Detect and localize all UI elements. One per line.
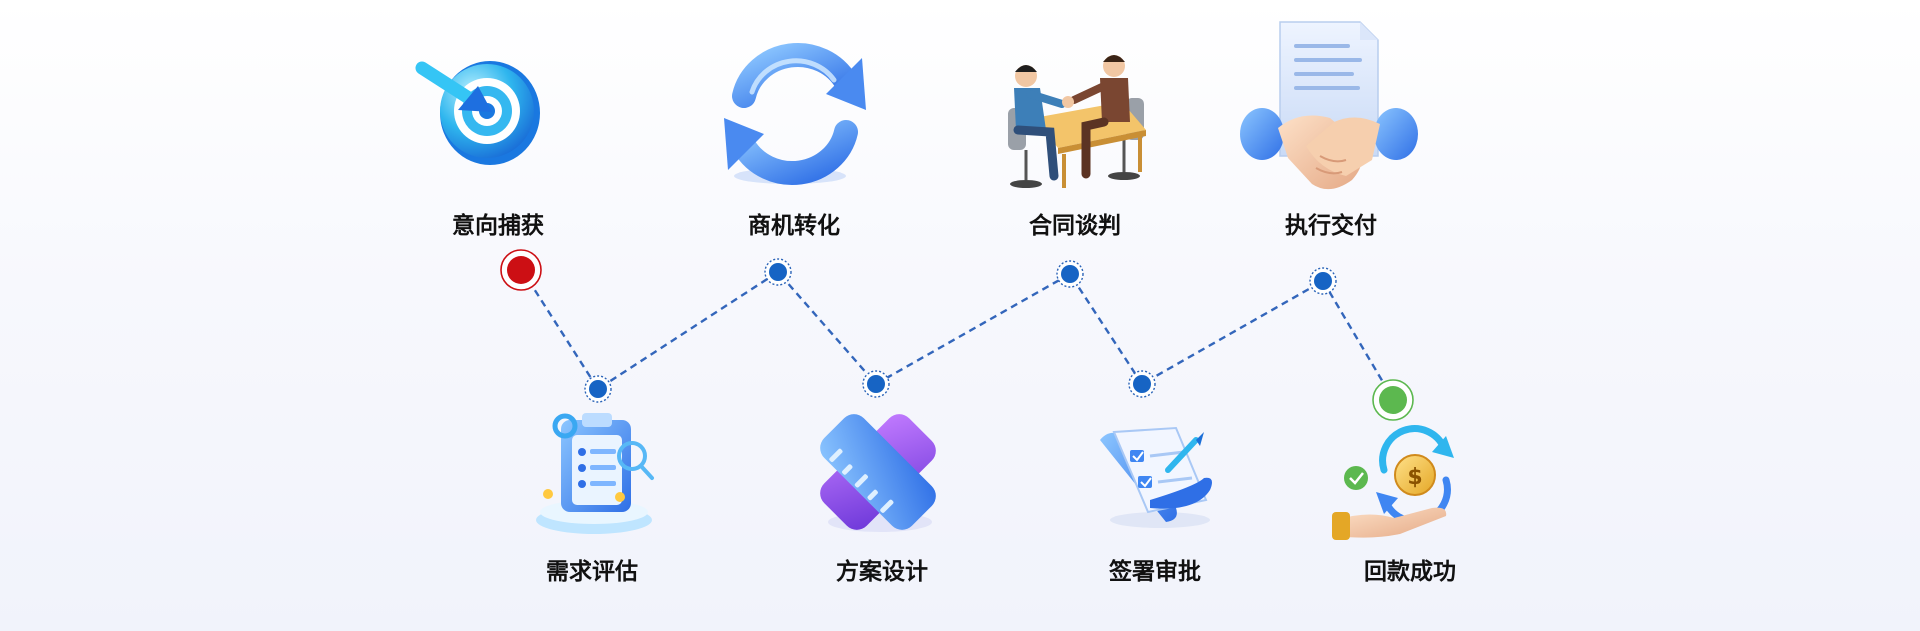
stage-label-contract-negotiation: 合同谈判	[1029, 212, 1121, 239]
stage-signing-approval: 签署审批	[1100, 370, 1212, 585]
clipboard-checklist-icon	[536, 413, 654, 534]
stage-marker	[1309, 267, 1337, 295]
stage-payment-success: $ 回款成功	[1332, 379, 1456, 585]
stage-marker	[862, 370, 890, 398]
handshake-document-icon	[1240, 21, 1418, 190]
stage-opportunity-conversion: 商机转化	[724, 43, 866, 286]
refresh-arrows-icon	[724, 43, 866, 185]
stage-label-execution-delivery: 执行交付	[1285, 212, 1377, 239]
stage-solution-design: 方案设计	[820, 370, 936, 585]
signed-scroll-icon	[1100, 426, 1212, 528]
stage-marker	[764, 258, 792, 286]
stage-marker-end	[1372, 379, 1414, 421]
stage-marker	[1056, 260, 1084, 288]
stage-label-opportunity-conversion: 商机转化	[748, 212, 840, 239]
stage-intent-capture: 意向捕获	[415, 61, 544, 291]
payment-cycle-icon: $	[1332, 425, 1454, 540]
stage-label-signing-approval: 签署审批	[1108, 558, 1201, 585]
ruler-pencil-icon	[820, 414, 936, 532]
stage-label-intent-capture: 意向捕获	[452, 212, 544, 239]
business-meeting-icon	[1008, 55, 1146, 188]
stage-marker	[1128, 370, 1156, 398]
stage-requirement-assessment: 需求评估	[536, 375, 654, 585]
stage-contract-negotiation: 合同谈判	[1008, 55, 1146, 288]
stage-label-requirement-assessment: 需求评估	[546, 559, 638, 585]
target-arrow-icon	[415, 61, 540, 165]
stage-marker-start	[500, 249, 542, 291]
svg-text:$: $	[1407, 465, 1422, 490]
stage-execution-delivery: 执行交付	[1240, 21, 1418, 295]
stage-label-payment-success: 回款成功	[1364, 558, 1456, 585]
stage-label-solution-design: 方案设计	[836, 558, 928, 585]
stage-marker	[584, 375, 612, 403]
flow-connector-line	[520, 269, 1395, 400]
